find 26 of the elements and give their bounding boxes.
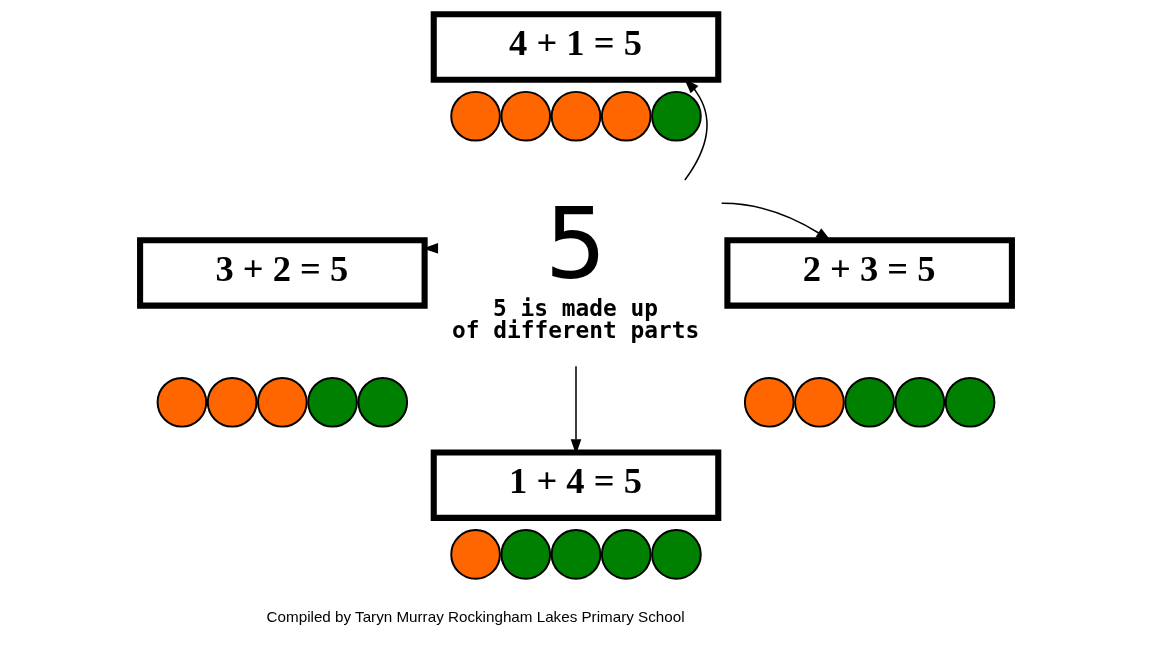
node-circle <box>944 376 996 428</box>
node-circle <box>450 529 501 580</box>
node-box: 3 + 2 = 5 <box>137 237 428 309</box>
node-circle <box>550 529 602 580</box>
node-circle <box>500 90 552 142</box>
node-box: 1 + 4 = 5 <box>430 449 722 521</box>
node-circle <box>600 90 652 142</box>
node-circle <box>550 90 602 142</box>
node-circle <box>743 376 795 428</box>
node-circle <box>894 376 946 428</box>
label: Compiled by Taryn Murray Rockingham Lakes Primary School <box>266 608 685 626</box>
node-circle <box>844 376 895 428</box>
node-circle <box>450 90 501 142</box>
node-circle <box>794 376 845 428</box>
node-circle <box>206 376 258 428</box>
node-circle <box>600 529 652 580</box>
node-circle <box>651 529 702 580</box>
node-box: 2 + 3 = 5 <box>724 237 1015 309</box>
node-circle <box>357 376 409 428</box>
node-text: 5 5 is made up of different parts <box>452 187 700 344</box>
node-circle <box>500 529 552 580</box>
node-box: 4 + 1 = 5 <box>430 11 722 83</box>
node-circle <box>156 376 208 428</box>
node-circle <box>257 376 308 428</box>
node-circle <box>651 90 702 142</box>
node-circle <box>307 376 358 428</box>
